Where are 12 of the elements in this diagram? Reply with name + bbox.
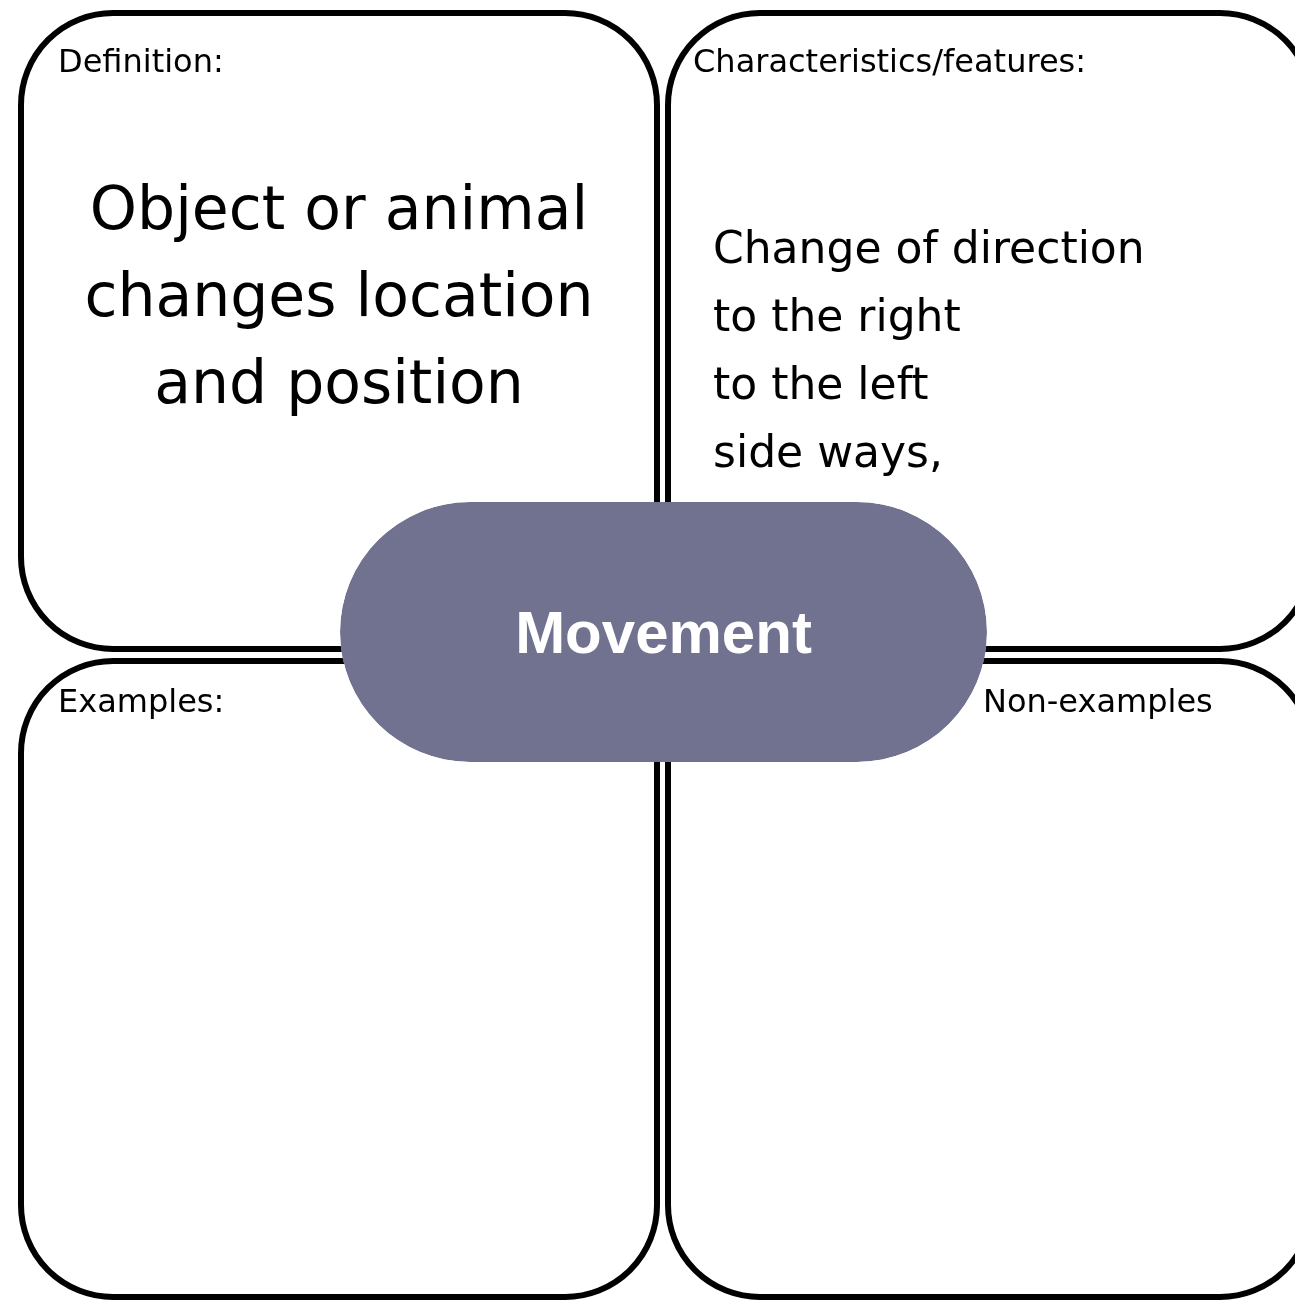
feature-text: Change of direction — [713, 222, 1145, 273]
definition-text: Object or animal changes location and position — [83, 172, 595, 419]
feature-text: to the left — [713, 358, 929, 409]
heading-text: Definition: — [58, 42, 224, 80]
heading-text: Examples: — [58, 682, 225, 720]
center-term: Movement — [515, 597, 812, 667]
quadrant-box — [665, 658, 1295, 1300]
heading-text: Non-examples — [983, 682, 1213, 720]
feature-text: to the right — [713, 290, 961, 341]
heading-text: Characteristics/features: — [693, 42, 1086, 80]
quadrant-box — [18, 658, 660, 1300]
feature-text: side ways, — [713, 426, 944, 477]
